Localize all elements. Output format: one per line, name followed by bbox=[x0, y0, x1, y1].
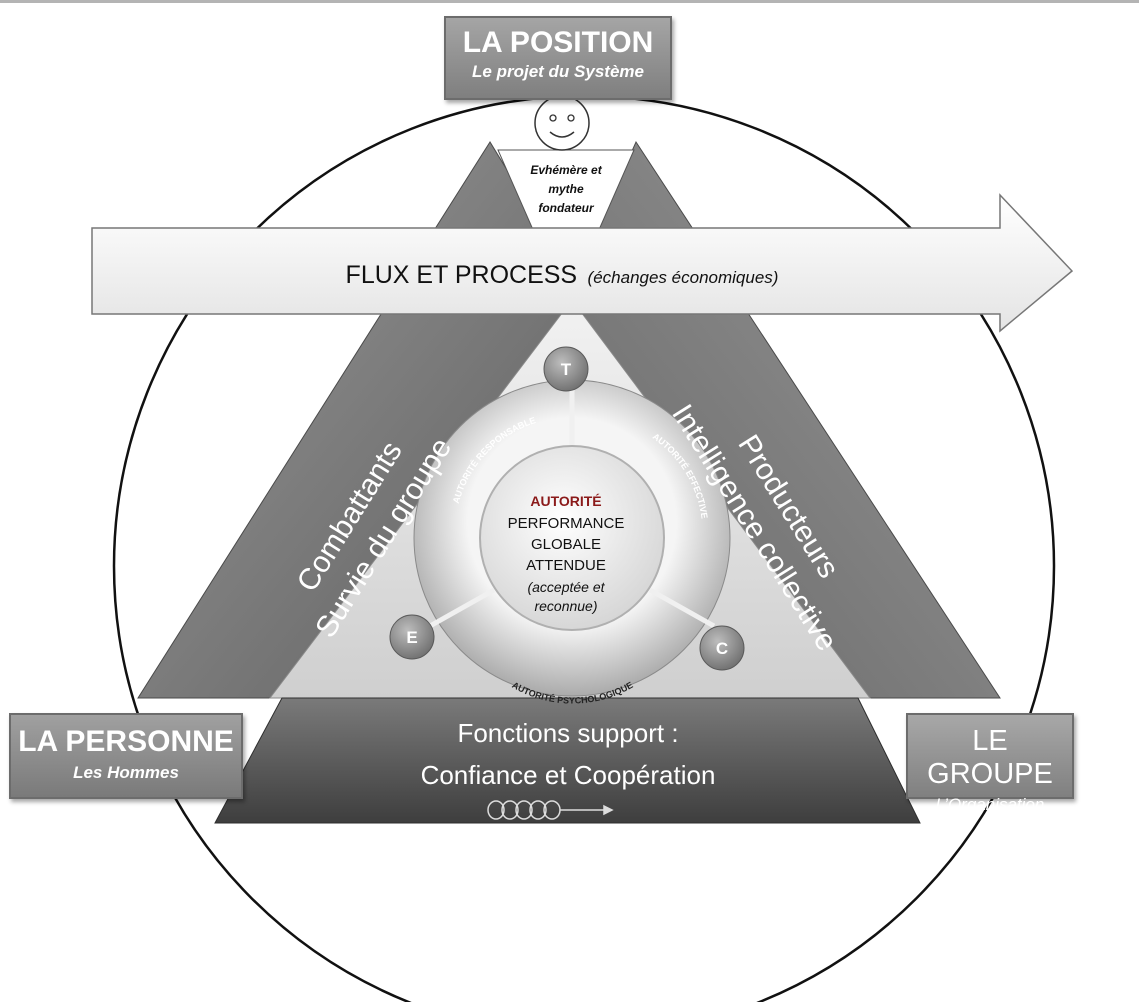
svg-text:T: T bbox=[561, 360, 572, 379]
spiral-coil-icon bbox=[487, 800, 614, 820]
flow-arrow bbox=[91, 193, 1074, 333]
base-line-2: Confiance et Coopération bbox=[421, 760, 716, 790]
top-border-line bbox=[0, 0, 1139, 3]
svg-text:C: C bbox=[716, 639, 728, 658]
center-line-1: PERFORMANCE bbox=[508, 515, 625, 532]
center-note-1: (acceptée et bbox=[527, 579, 605, 595]
authority-core bbox=[479, 445, 665, 631]
person-box: LA PERSONNE Les Hommes bbox=[9, 713, 243, 799]
node-top: T bbox=[543, 346, 589, 392]
node-left: E bbox=[389, 614, 435, 660]
center-note-2: reconnue) bbox=[534, 598, 597, 614]
apex-line-1: Evhémère et bbox=[530, 163, 602, 177]
node-right: C bbox=[699, 625, 745, 671]
apex-line-3: fondateur bbox=[538, 201, 595, 215]
group-subtitle: L’Organisation bbox=[935, 795, 1045, 814]
center-line-2: GLOBALE bbox=[531, 536, 601, 553]
center-title: AUTORITÉ bbox=[530, 493, 601, 509]
person-subtitle: Les Hommes bbox=[73, 763, 179, 782]
base-line-1: Fonctions support : bbox=[457, 718, 678, 748]
position-box: LA POSITION Le projet du Système bbox=[444, 16, 672, 100]
person-title: LA PERSONNE bbox=[18, 725, 234, 758]
svg-text:E: E bbox=[406, 628, 417, 647]
flow-label: FLUX ET PROCESS (échanges économiques) bbox=[346, 261, 779, 289]
position-title: LA POSITION bbox=[462, 26, 654, 59]
position-subtitle: Le projet du Système bbox=[472, 62, 644, 81]
apex-line-2: mythe bbox=[548, 182, 584, 196]
smiley-face-icon bbox=[534, 95, 590, 151]
center-line-3: ATTENDUE bbox=[526, 557, 606, 574]
group-box: LE GROUPE L’Organisation bbox=[906, 713, 1074, 814]
group-title: LE GROUPE bbox=[927, 725, 1053, 790]
